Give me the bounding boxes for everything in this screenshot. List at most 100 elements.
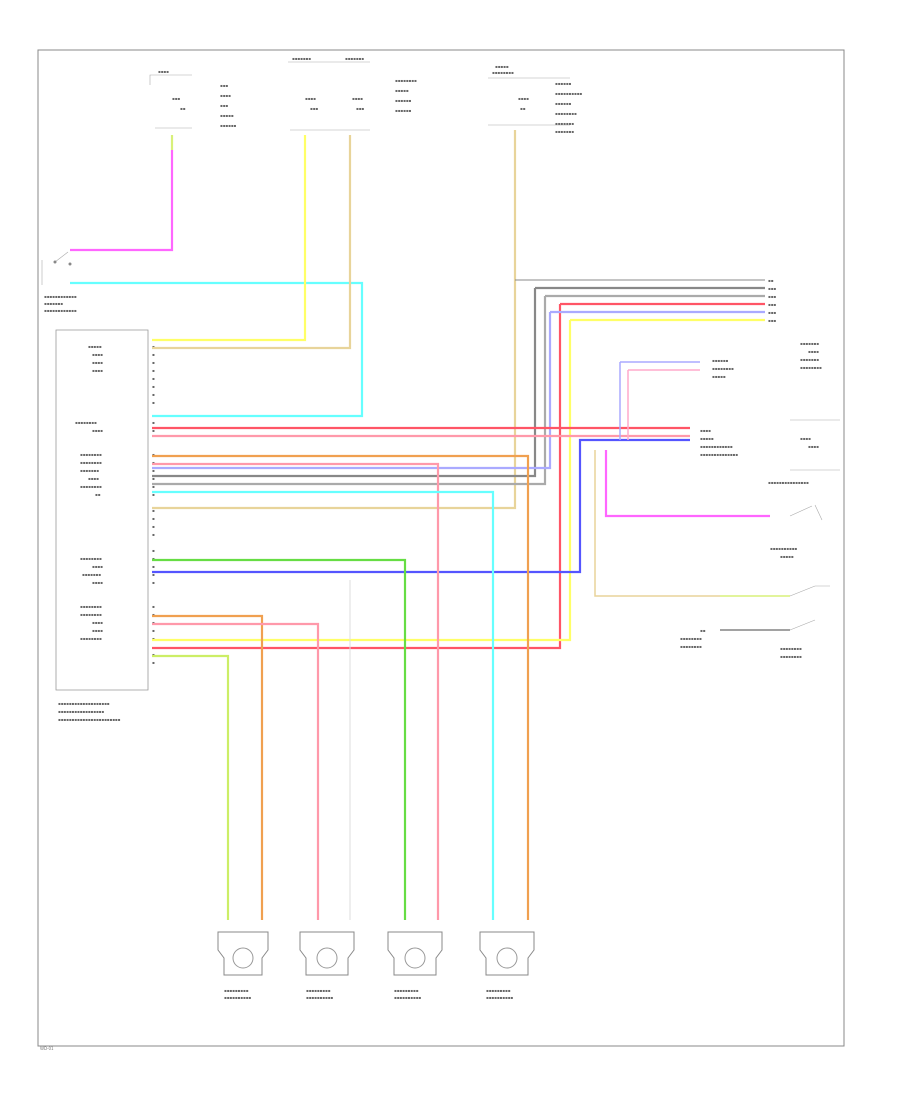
sensor-right-front: ▪▪▪▪▪▪▪▪▪▪▪▪▪▪▪▪▪▪▪ bbox=[387, 931, 443, 1000]
svg-text:▪▪▪▪: ▪▪▪▪ bbox=[92, 360, 103, 365]
svg-text:▪▪▪▪: ▪▪▪▪ bbox=[92, 368, 103, 373]
svg-text:▪▪: ▪▪ bbox=[768, 278, 774, 283]
svg-text:▪▪▪▪▪: ▪▪▪▪▪ bbox=[700, 436, 714, 441]
svg-text:▪: ▪ bbox=[152, 400, 155, 405]
svg-text:▪▪▪: ▪▪▪ bbox=[356, 106, 364, 111]
wire-green-lr bbox=[152, 654, 230, 920]
svg-text:▪: ▪ bbox=[152, 468, 155, 473]
sensor-left-rear: ▪▪▪▪▪▪▪▪▪▪▪▪▪▪▪▪▪▪▪ bbox=[217, 931, 269, 1000]
svg-text:▪: ▪ bbox=[152, 636, 155, 641]
brake-fluid-switch bbox=[789, 585, 830, 631]
svg-text:▪▪▪▪: ▪▪▪▪ bbox=[220, 93, 231, 98]
svg-text:▪: ▪ bbox=[152, 620, 155, 625]
wire-pink-stop-lamp bbox=[70, 150, 174, 252]
svg-text:▪▪▪▪▪▪▪: ▪▪▪▪▪▪▪ bbox=[555, 129, 574, 134]
svg-text:▪▪▪▪▪▪▪▪▪▪: ▪▪▪▪▪▪▪▪▪▪ bbox=[306, 995, 333, 1000]
page-code: WD-01 bbox=[40, 1046, 54, 1051]
svg-text:▪▪▪▪▪▪▪▪▪▪▪▪: ▪▪▪▪▪▪▪▪▪▪▪▪ bbox=[44, 294, 77, 299]
wire-tan-brake-fluid bbox=[594, 450, 720, 597]
wire-gray-2 bbox=[152, 294, 765, 486]
svg-text:▪▪: ▪▪ bbox=[180, 106, 186, 111]
sensor-right-rear: ▪▪▪▪▪▪▪▪▪▪▪▪▪▪▪▪▪▪▪ bbox=[479, 931, 535, 1000]
svg-text:▪▪▪▪▪▪▪: ▪▪▪▪▪▪▪ bbox=[345, 56, 364, 61]
svg-text:▪▪▪▪▪▪▪▪: ▪▪▪▪▪▪▪▪ bbox=[712, 366, 734, 371]
svg-text:▪▪▪▪▪▪: ▪▪▪▪▪▪ bbox=[395, 98, 412, 103]
svg-text:▪▪▪: ▪▪▪ bbox=[310, 106, 318, 111]
svg-text:▪▪▪▪: ▪▪▪▪ bbox=[808, 444, 819, 449]
svg-text:▪▪▪▪▪▪▪: ▪▪▪▪▪▪▪ bbox=[555, 121, 574, 126]
svg-text:▪▪▪▪: ▪▪▪▪ bbox=[92, 564, 103, 569]
svg-text:▪▪▪▪▪▪▪: ▪▪▪▪▪▪▪ bbox=[292, 56, 311, 61]
svg-text:▪▪▪▪▪▪▪▪: ▪▪▪▪▪▪▪▪ bbox=[395, 78, 417, 83]
svg-text:▪▪▪▪▪▪▪▪▪▪: ▪▪▪▪▪▪▪▪▪▪ bbox=[555, 91, 582, 96]
svg-text:▪: ▪ bbox=[152, 524, 155, 529]
abs-pin-labels: ▪▪▪▪▪▪ ▪▪▪▪▪ ▪▪▪▪▪ ▪▪▪▪▪ ▪▪ ▪▪ ▪▪▪▪▪▪▪▪▪… bbox=[75, 344, 155, 665]
svg-text:▪▪▪▪▪▪▪▪▪▪▪▪: ▪▪▪▪▪▪▪▪▪▪▪▪ bbox=[44, 308, 77, 313]
wire-cyan-stop-lamp bbox=[70, 281, 364, 418]
svg-text:▪▪▪▪: ▪▪▪▪ bbox=[305, 96, 316, 101]
svg-text:▪: ▪ bbox=[152, 452, 155, 457]
svg-text:▪▪▪▪▪▪▪▪: ▪▪▪▪▪▪▪▪ bbox=[492, 70, 514, 75]
svg-text:▪▪▪▪▪▪▪▪▪▪: ▪▪▪▪▪▪▪▪▪▪ bbox=[770, 546, 797, 551]
svg-text:▪▪▪▪: ▪▪▪▪ bbox=[88, 476, 99, 481]
wire-red-fl bbox=[152, 622, 320, 920]
svg-text:▪▪▪▪▪▪: ▪▪▪▪▪▪ bbox=[395, 108, 412, 113]
wire-tan-battery bbox=[152, 135, 352, 350]
wire-yellow-harness bbox=[152, 318, 765, 642]
svg-text:▪▪▪: ▪▪▪ bbox=[768, 286, 776, 291]
wire-gray-ground bbox=[152, 286, 765, 478]
svg-text:▪: ▪ bbox=[152, 420, 155, 425]
svg-text:▪▪▪▪▪▪▪: ▪▪▪▪▪▪▪ bbox=[800, 341, 819, 346]
sensor-left-front: ▪▪▪▪▪▪▪▪▪▪▪▪▪▪▪▪▪▪▪ bbox=[299, 931, 355, 1000]
stop-lamp-switch: ▪▪▪▪▪▪▪▪▪▪▪▪ ▪▪▪▪▪▪▪ ▪▪▪▪▪▪▪▪▪▪▪▪ bbox=[41, 251, 77, 313]
svg-text:▪▪▪▪▪▪▪▪: ▪▪▪▪▪▪▪▪ bbox=[800, 365, 822, 370]
svg-text:▪▪▪▪▪▪▪: ▪▪▪▪▪▪▪ bbox=[800, 357, 819, 362]
svg-text:▪: ▪ bbox=[152, 516, 155, 521]
svg-text:▪▪: ▪▪ bbox=[95, 492, 101, 497]
svg-text:▪▪▪▪▪▪▪▪: ▪▪▪▪▪▪▪▪ bbox=[75, 420, 97, 425]
svg-text:▪: ▪ bbox=[152, 476, 155, 481]
svg-text:▪▪▪▪▪▪▪▪: ▪▪▪▪▪▪▪▪ bbox=[80, 612, 102, 617]
wire-orange-rl bbox=[152, 454, 530, 920]
svg-text:▪▪▪: ▪▪▪ bbox=[220, 103, 228, 108]
svg-text:▪: ▪ bbox=[152, 532, 155, 537]
svg-text:▪▪▪▪▪▪▪: ▪▪▪▪▪▪▪ bbox=[80, 468, 99, 473]
svg-text:▪▪▪▪▪▪: ▪▪▪▪▪▪ bbox=[555, 101, 572, 106]
svg-text:▪: ▪ bbox=[152, 628, 155, 633]
svg-text:▪▪▪▪▪▪▪▪: ▪▪▪▪▪▪▪▪ bbox=[680, 636, 702, 641]
svg-text:▪▪▪▪: ▪▪▪▪ bbox=[92, 428, 103, 433]
svg-text:▪▪▪▪▪▪▪▪▪▪▪▪▪▪▪▪▪▪▪: ▪▪▪▪▪▪▪▪▪▪▪▪▪▪▪▪▪▪▪ bbox=[58, 701, 110, 706]
svg-text:▪▪▪▪: ▪▪▪▪ bbox=[92, 628, 103, 633]
svg-text:▪▪▪▪▪▪▪▪▪▪: ▪▪▪▪▪▪▪▪▪▪ bbox=[486, 995, 513, 1000]
wire-pink-parking bbox=[604, 450, 770, 518]
svg-text:▪▪▪: ▪▪▪ bbox=[220, 83, 228, 88]
svg-text:▪▪▪: ▪▪▪ bbox=[768, 318, 776, 323]
wire-lavender-right bbox=[619, 361, 700, 440]
right-connector-labels: ▪▪ ▪▪▪ ▪▪▪ ▪▪▪ ▪▪▪ ▪▪▪ ▪▪▪▪▪▪▪ ▪▪▪▪ ▪▪▪▪… bbox=[680, 278, 822, 659]
svg-text:▪▪▪▪: ▪▪▪▪ bbox=[800, 436, 811, 441]
svg-text:▪▪▪▪▪▪▪▪: ▪▪▪▪▪▪▪▪ bbox=[80, 636, 102, 641]
svg-text:▪▪▪▪▪▪▪: ▪▪▪▪▪▪▪ bbox=[82, 572, 101, 577]
svg-text:▪: ▪ bbox=[152, 392, 155, 397]
svg-text:▪▪▪▪▪: ▪▪▪▪▪ bbox=[712, 374, 726, 379]
svg-text:▪: ▪ bbox=[152, 384, 155, 389]
diagram-frame bbox=[37, 49, 845, 1047]
svg-text:▪: ▪ bbox=[152, 376, 155, 381]
svg-text:▪▪▪▪▪▪▪: ▪▪▪▪▪▪▪ bbox=[44, 301, 63, 306]
svg-text:▪▪▪▪▪▪▪▪▪▪▪▪: ▪▪▪▪▪▪▪▪▪▪▪▪ bbox=[700, 444, 733, 449]
svg-text:▪▪▪▪: ▪▪▪▪ bbox=[700, 428, 711, 433]
svg-text:▪▪▪▪▪▪▪▪: ▪▪▪▪▪▪▪▪ bbox=[80, 556, 102, 561]
svg-text:▪▪▪▪▪: ▪▪▪▪▪ bbox=[88, 344, 102, 349]
svg-text:▪: ▪ bbox=[152, 460, 155, 465]
svg-text:▪▪▪▪▪▪▪▪: ▪▪▪▪▪▪▪▪ bbox=[780, 646, 802, 651]
svg-text:▪▪▪▪▪▪: ▪▪▪▪▪▪ bbox=[555, 81, 572, 86]
svg-text:▪: ▪ bbox=[152, 508, 155, 513]
svg-text:▪▪▪▪: ▪▪▪▪ bbox=[518, 96, 529, 101]
svg-text:▪: ▪ bbox=[152, 368, 155, 373]
wire-pink-right bbox=[627, 369, 700, 440]
svg-text:▪▪▪▪: ▪▪▪▪ bbox=[92, 620, 103, 625]
svg-text:▪▪▪▪▪▪▪▪: ▪▪▪▪▪▪▪▪ bbox=[555, 111, 577, 116]
svg-text:▪▪▪▪▪: ▪▪▪▪▪ bbox=[495, 64, 509, 69]
svg-text:▪: ▪ bbox=[152, 360, 155, 365]
svg-text:▪: ▪ bbox=[152, 428, 155, 433]
